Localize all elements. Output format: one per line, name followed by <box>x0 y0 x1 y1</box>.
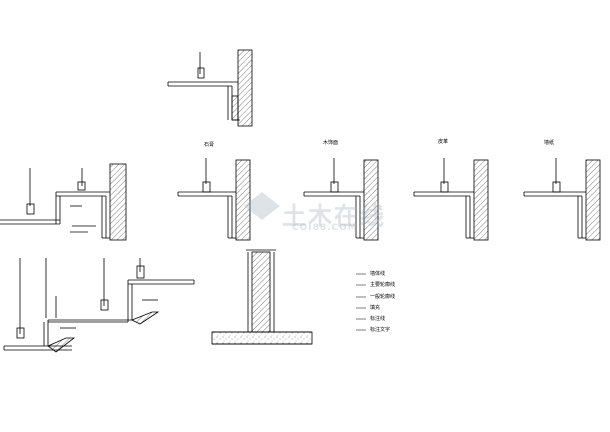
detail-stepped-ceiling <box>3 258 195 353</box>
legend-item: 填充 <box>370 305 381 311</box>
legend-item: 一般轮廓线 <box>370 294 396 300</box>
detail-gypsum <box>177 158 251 241</box>
legend-lines <box>356 273 366 331</box>
detail-wood-veneer <box>303 158 379 241</box>
label-wallpaper: 墙纸 <box>544 140 555 146</box>
legend-item: 标注线 <box>370 316 386 322</box>
watermark-text: 土木在线 <box>282 202 386 230</box>
detail-wall-section <box>211 249 313 345</box>
label-gypsum: 石膏 <box>204 142 215 148</box>
detail-left-middle <box>0 163 127 241</box>
watermark-logo-icon <box>244 192 280 220</box>
legend-item: 墙体线 <box>370 271 386 277</box>
legend-item: 主要轮廓线 <box>370 282 396 288</box>
legend-item: 标注文字 <box>370 327 391 333</box>
label-wood-veneer: 木饰面 <box>323 140 339 146</box>
label-leather: 皮革 <box>438 139 449 145</box>
watermark-sub: COI88.COM <box>292 223 358 233</box>
detail-leather <box>413 158 489 241</box>
detail-top-center <box>167 49 253 127</box>
detail-wallpaper <box>523 158 601 241</box>
